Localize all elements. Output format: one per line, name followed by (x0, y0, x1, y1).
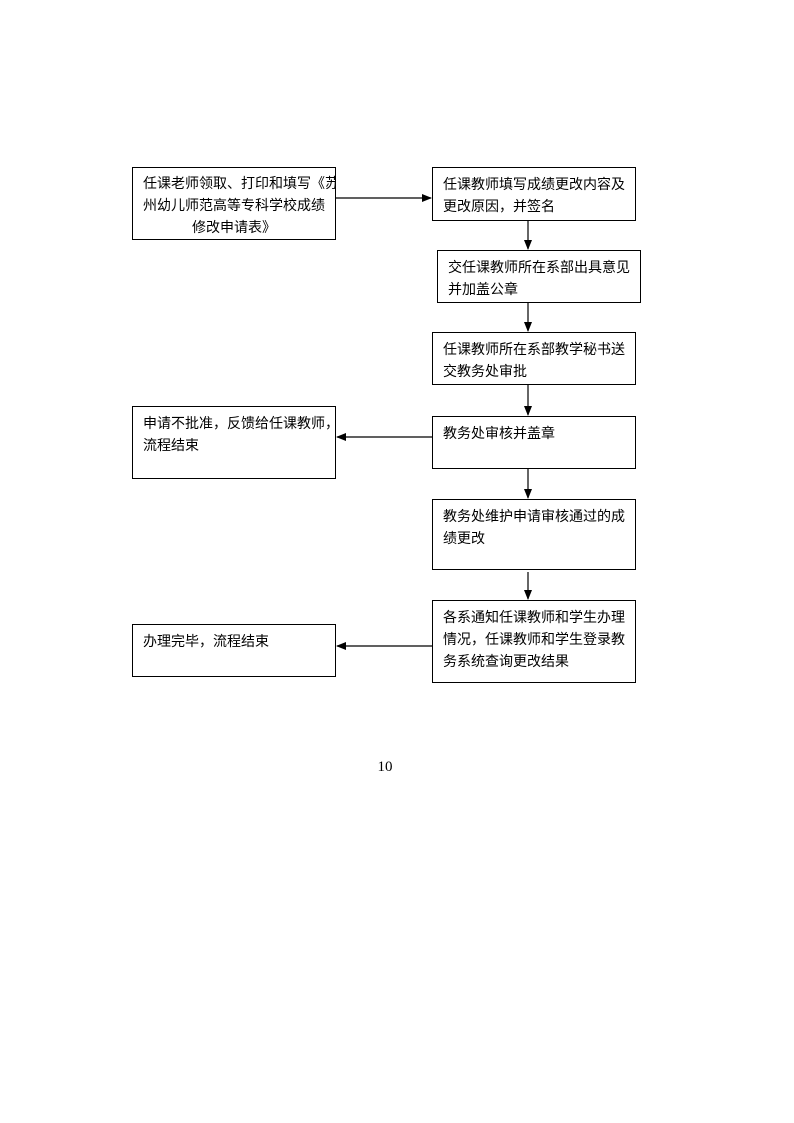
rejected-line-1: 申请不批准，反馈给任课教师， (143, 416, 336, 432)
rejected-line-2: 流程结束 (143, 438, 199, 454)
step1-line-2: 更改原因，并签名 (443, 199, 555, 215)
step3-box: 任课教师所在系部教学秘书送 交教务处审批 (432, 332, 636, 385)
step4-line-1: 教务处审核并盖章 (443, 426, 555, 442)
rejected-box: 申请不批准，反馈给任课教师， 流程结束 (132, 406, 336, 479)
start-box: 任课老师领取、打印和填写《苏 州幼儿师范高等专科学校成绩 修改申请表》 (132, 167, 336, 240)
step2-line-2: 并加盖公章 (448, 282, 518, 298)
start-line-2: 州幼儿师范高等专科学校成绩 (143, 198, 325, 214)
start-line-1: 任课老师领取、打印和填写《苏 (143, 176, 336, 192)
step2-line-1: 交任课教师所在系部出具意见 (448, 260, 630, 276)
step6-line-1: 各系通知任课教师和学生办理 (443, 610, 625, 626)
step3-line-2: 交教务处审批 (443, 364, 527, 380)
step6-box: 各系通知任课教师和学生办理 情况，任课教师和学生登录教 务系统查询更改结果 (432, 600, 636, 683)
page-number: 10 (377, 759, 393, 775)
start-line-3: 修改申请表》 (192, 220, 276, 236)
step5-line-1: 教务处维护申请审核通过的成 (443, 509, 625, 525)
step5-box: 教务处维护申请审核通过的成 绩更改 (432, 499, 636, 570)
step1-line-1: 任课教师填写成绩更改内容及 (443, 177, 625, 193)
step6-line-2: 情况，任课教师和学生登录教 (443, 632, 625, 648)
finished-box: 办理完毕，流程结束 (132, 624, 336, 677)
finished-line-1: 办理完毕，流程结束 (143, 634, 269, 650)
step2-box: 交任课教师所在系部出具意见 并加盖公章 (437, 250, 641, 303)
step5-line-2: 绩更改 (443, 531, 485, 547)
step6-line-3: 务系统查询更改结果 (443, 654, 569, 670)
step3-line-1: 任课教师所在系部教学秘书送 (443, 342, 625, 358)
step1-box: 任课教师填写成绩更改内容及 更改原因，并签名 (432, 167, 636, 221)
step4-box: 教务处审核并盖章 (432, 416, 636, 469)
